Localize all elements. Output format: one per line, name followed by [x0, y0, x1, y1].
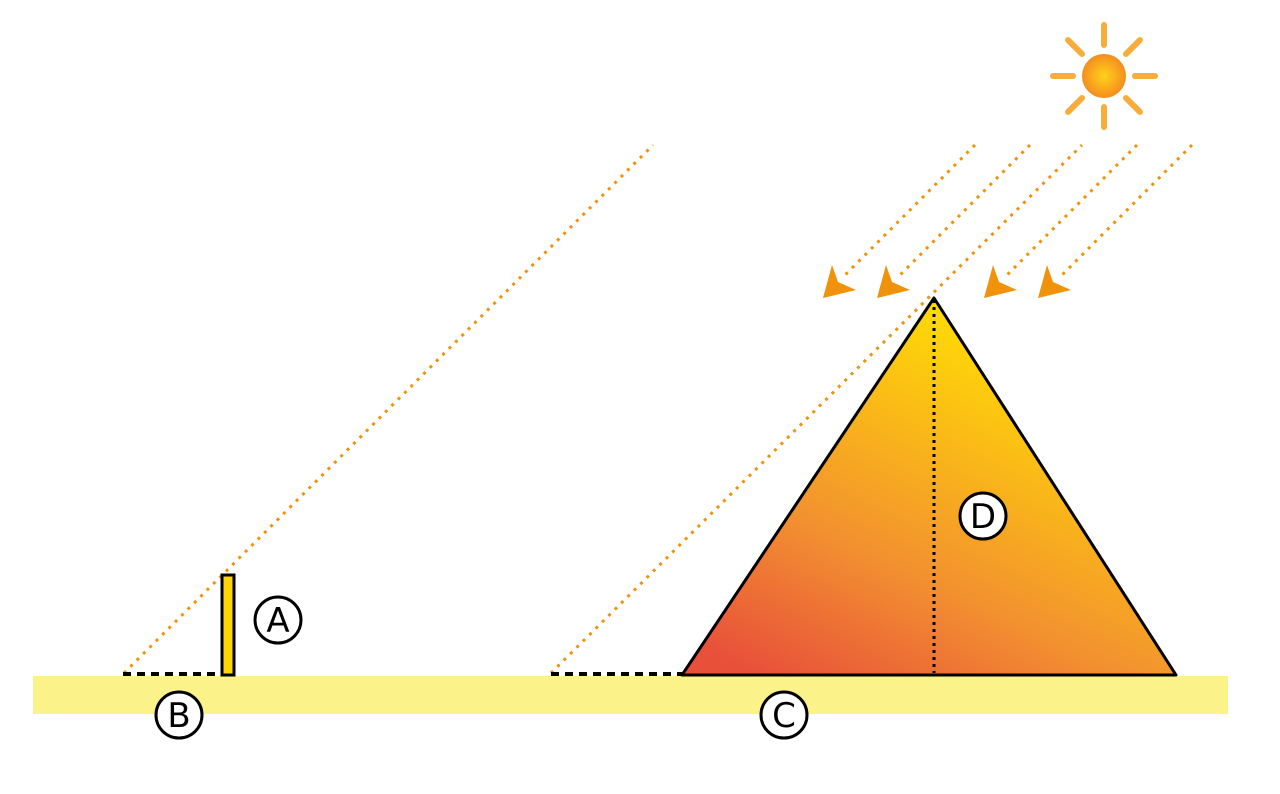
sun-ray-to-stick [122, 143, 655, 675]
incoming-sun-rays [840, 143, 1194, 280]
arrowhead-icon [984, 265, 1017, 298]
sun-icon [1050, 22, 1158, 130]
label-a: A [253, 595, 303, 645]
stick [220, 573, 236, 677]
ground [33, 676, 1228, 714]
label-c: C [759, 690, 809, 740]
arrowhead-icon [823, 265, 856, 298]
svg-text:D: D [970, 497, 996, 537]
arrowheads [823, 265, 1071, 298]
arrowhead-icon [1038, 265, 1071, 298]
pyramid [680, 296, 1178, 677]
svg-text:C: C [772, 696, 796, 736]
arrowhead-icon [877, 265, 910, 298]
label-b: B [154, 690, 204, 740]
svg-text:A: A [266, 601, 289, 641]
svg-text:B: B [167, 696, 190, 736]
label-d: D [958, 491, 1008, 541]
